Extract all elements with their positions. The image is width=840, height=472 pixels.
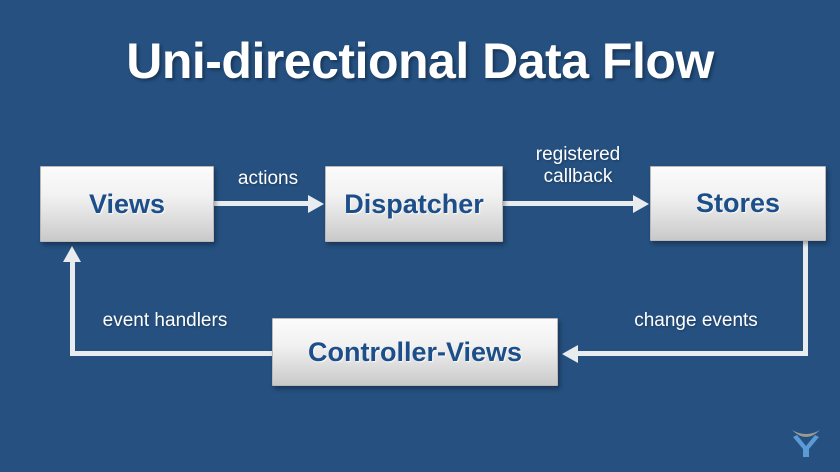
node-dispatcher[interactable]: Dispatcher	[325, 166, 503, 242]
edge-line-controller-views-up	[70, 262, 75, 356]
arrowhead-dispatcher-stores	[633, 195, 649, 213]
edge-line-stores-down	[803, 241, 808, 356]
arrowhead-stores-controller	[562, 345, 578, 363]
edge-label-registered-callback: registered callback	[535, 144, 621, 187]
edge-line-dispatcher-stores	[503, 201, 634, 206]
arrowhead-views-dispatcher	[308, 195, 324, 213]
edge-label-change-events: change events	[634, 310, 758, 331]
edge-label-actions: actions	[237, 168, 299, 189]
node-views[interactable]: Views	[40, 166, 214, 242]
edge-label-event-handlers: event handlers	[102, 310, 228, 331]
x-arc-logo-icon	[786, 424, 826, 464]
node-stores[interactable]: Stores	[650, 166, 826, 241]
edge-line-views-dispatcher	[214, 201, 310, 206]
edge-line-controller-left	[70, 351, 276, 356]
page-title: Uni-directional Data Flow	[126, 33, 714, 89]
edge-line-stores-controller	[578, 351, 808, 356]
node-controller-views[interactable]: Controller-Views	[272, 318, 558, 386]
arrowhead-controller-views	[63, 246, 81, 262]
